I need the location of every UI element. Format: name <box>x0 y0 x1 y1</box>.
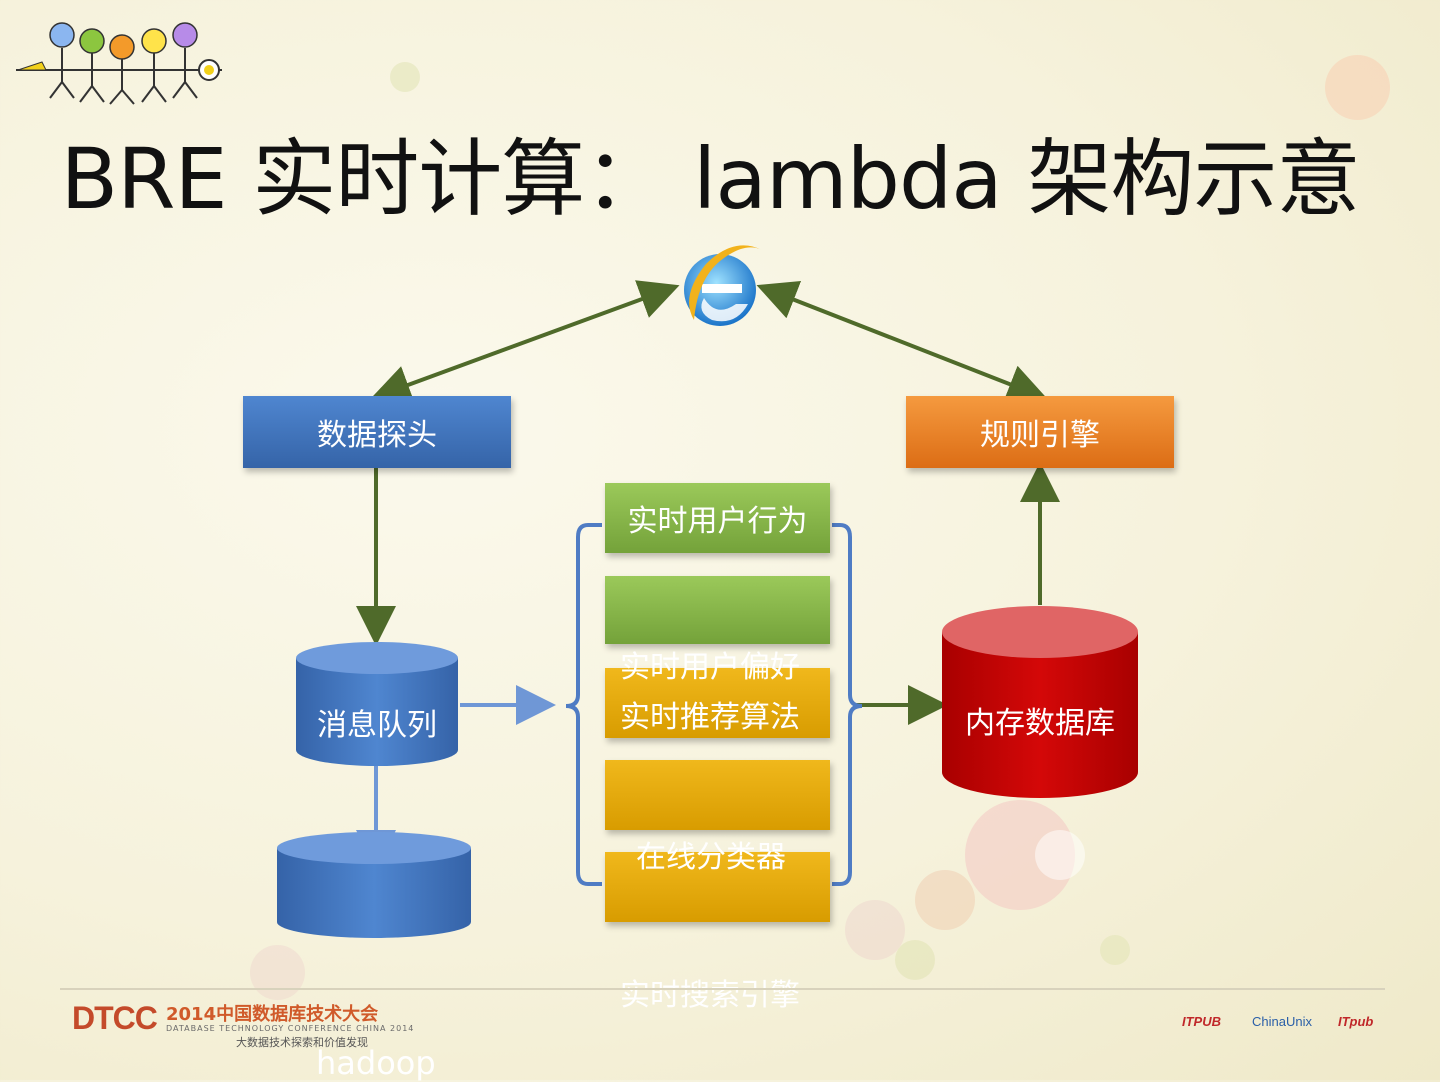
realtime-search-label: 实时搜索引擎 <box>620 978 800 1013</box>
bg-bubble <box>390 62 420 92</box>
brace-left <box>565 523 602 886</box>
online-classifier-label: 在线分类器 <box>636 840 786 875</box>
dtcc-logo-english: DATABASE TECHNOLOGY CONFERENCE CHINA 201… <box>166 1024 415 1033</box>
page-title: BRE 实时计算： lambda 架构示意 <box>60 130 1361 228</box>
arrow-browser-probe <box>370 280 680 404</box>
hadoop-cylinder <box>277 832 471 938</box>
rule-engine-box: 规则引擎 <box>906 396 1174 468</box>
memory-db-cylinder <box>942 606 1138 798</box>
realtime-user-pref-box <box>605 576 830 644</box>
people-logo-icon <box>16 22 222 105</box>
rule-engine-label: 规则引擎 <box>980 418 1100 453</box>
realtime-user-pref-label: 实时用户偏好 <box>620 650 800 685</box>
realtime-search-box <box>605 852 830 922</box>
bg-bubble <box>845 900 905 960</box>
bg-bubble <box>250 945 305 1000</box>
dtcc-logo-subtitle: 大数据技术探索和价值发现 <box>236 1036 368 1049</box>
data-probe-label: 数据探头 <box>317 418 437 453</box>
bg-bubble <box>1100 935 1130 965</box>
data-probe-box: 数据探头 <box>243 396 511 468</box>
realtime-recommend-box <box>605 668 830 738</box>
arrow-browser-rule <box>756 281 1048 403</box>
brace-right <box>832 523 863 886</box>
hadoop-label: hadoop <box>316 1044 436 1082</box>
dtcc-logo-title: 2014中国数据库技术大会 <box>166 1004 379 1025</box>
realtime-user-behavior-box: 实时用户行为 <box>605 483 830 553</box>
bg-bubble <box>895 940 935 980</box>
sponsor-logo-itpub2: ITpub <box>1338 1014 1374 1029</box>
sponsor-logo-chinaunix: ChinaUnix <box>1252 1014 1312 1029</box>
browser-e-icon <box>684 245 762 326</box>
message-queue-label: 消息队列 <box>317 708 437 743</box>
dtcc-logo: DTCC <box>72 1000 158 1036</box>
message-queue-cylinder <box>296 642 458 766</box>
footer-divider <box>60 988 1385 990</box>
online-classifier-box <box>605 760 830 830</box>
realtime-user-behavior-label: 实时用户行为 <box>627 504 808 539</box>
realtime-recommend-label: 实时推荐算法 <box>620 700 800 735</box>
memory-db-label: 内存数据库 <box>965 706 1115 741</box>
sponsor-logo-itpub: ITPUB <box>1182 1014 1221 1029</box>
bg-bubble <box>1035 830 1085 880</box>
bg-bubble <box>915 870 975 930</box>
bg-bubble <box>1325 55 1390 120</box>
